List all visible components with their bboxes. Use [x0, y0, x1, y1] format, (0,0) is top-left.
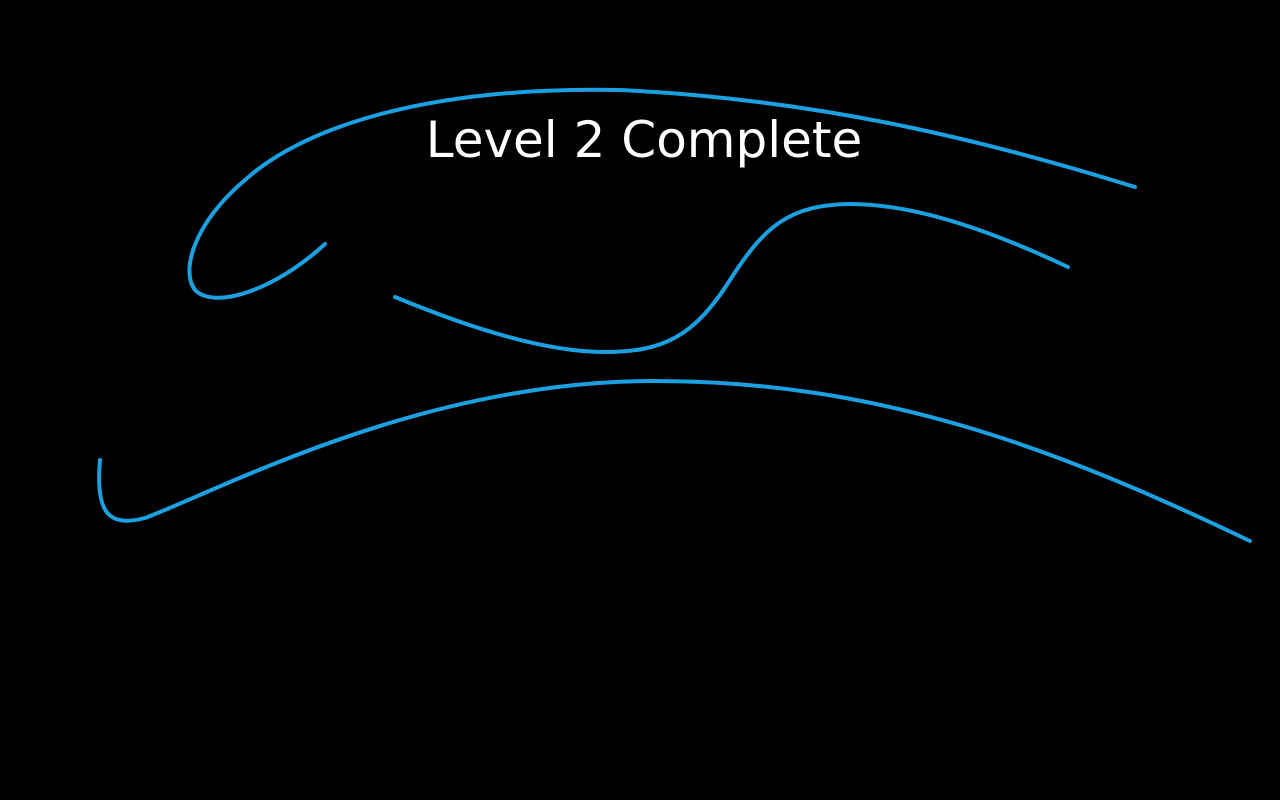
top-arc-line [187, 87, 1137, 300]
bottom-arc-line [97, 378, 1252, 543]
level-complete-text: Level 2 Complete [425, 111, 863, 169]
middle-wave-line [393, 202, 1070, 354]
